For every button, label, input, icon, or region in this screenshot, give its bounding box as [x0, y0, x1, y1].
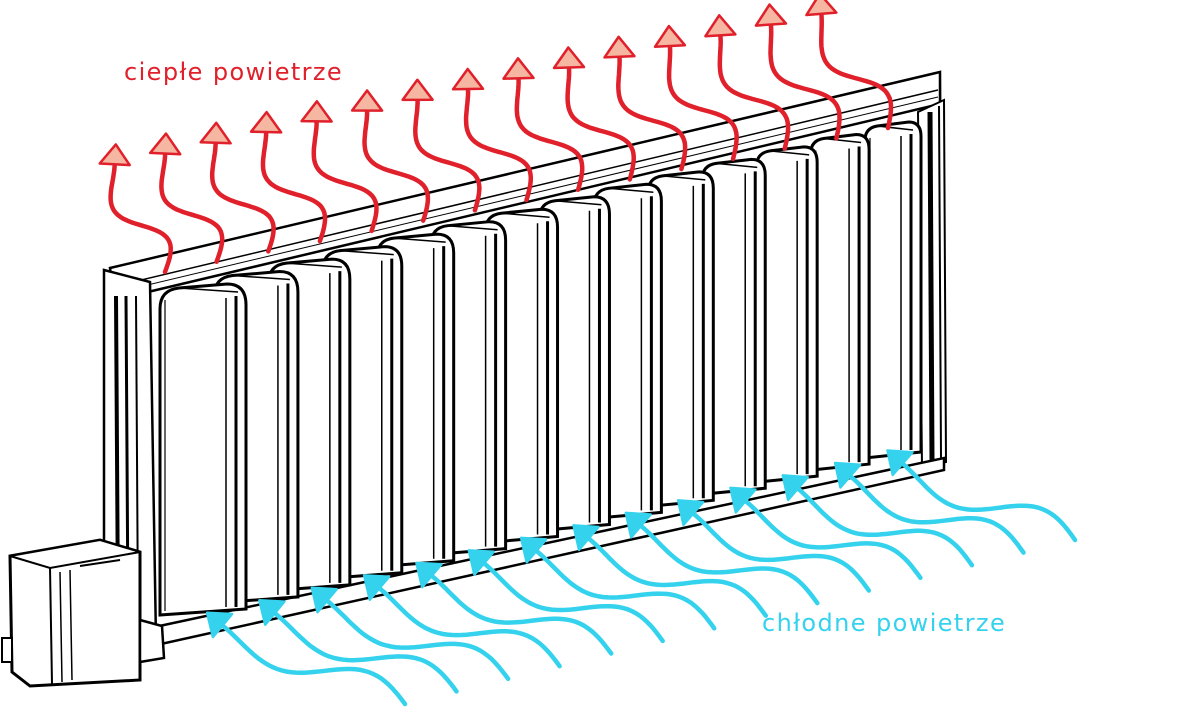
cool-air-arrow: [624, 511, 820, 606]
warm-air-arrow: [148, 132, 225, 264]
warm-air-arrow: [754, 3, 842, 141]
warm-air-arrow: [350, 89, 431, 223]
cool-air-arrow: [205, 611, 408, 707]
cool-air-arrow: [362, 574, 562, 669]
warm-air-arrow: [300, 100, 379, 234]
warm-air-arrow: [249, 110, 328, 244]
warm-air-arrow: [502, 57, 585, 192]
cool-air-arrow: [729, 486, 923, 581]
cool-air-arrow: [886, 449, 1078, 543]
warm-air-arrow: [401, 78, 482, 213]
cool-air-arrow: [310, 586, 511, 682]
warm-air-arrow: [98, 143, 173, 275]
radiator: [1, 70, 948, 688]
radiator-fin: [863, 120, 923, 460]
warm-air-arrow: [451, 67, 534, 203]
cool-air-label: chłodne powietrze: [762, 609, 1007, 637]
warm-air-arrow: [199, 121, 276, 254]
warm-air-arrow: [653, 24, 739, 162]
warm-air-arrow: [704, 14, 791, 151]
cool-air-arrow: [833, 461, 1026, 555]
cool-air-arrow: [258, 599, 459, 694]
radiator-fins: [158, 120, 923, 617]
heater-control-box: [1, 538, 166, 688]
radiator-right-end-line: [938, 105, 942, 459]
cool-air-arrow: [781, 474, 975, 568]
warm-air-arrow: [603, 35, 688, 172]
radiator-fin: [809, 132, 871, 472]
warm-air-label: ciepłe powietrze: [124, 58, 344, 86]
warm-air-arrows: [98, 0, 894, 275]
radiator-fin: [158, 282, 248, 617]
cool-air-arrow: [467, 549, 665, 644]
cool-air-arrow: [519, 536, 717, 631]
cool-air-arrows: [205, 449, 1078, 707]
cool-air-arrow: [572, 524, 769, 618]
cool-air-arrow: [676, 499, 872, 593]
radiator-right-end-line: [927, 111, 935, 461]
cool-air-arrow: [415, 561, 614, 656]
warm-air-arrow: [552, 46, 636, 182]
radiator-top-rail-groove: [115, 89, 939, 287]
warm-air-arrow: [805, 0, 894, 131]
